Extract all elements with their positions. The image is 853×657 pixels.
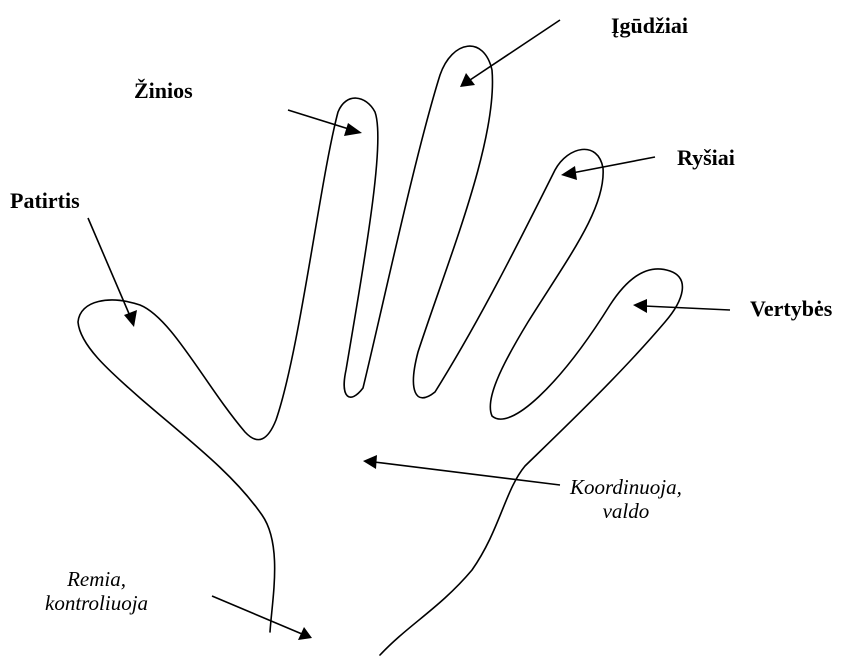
label-zinios: Žinios [134, 78, 193, 103]
label-koordinuoja: Koordinuoja, valdo [570, 475, 682, 523]
label-patirtis: Patirtis [10, 188, 80, 213]
arrow-rysiai [561, 157, 655, 180]
arrow-zinios [288, 110, 362, 136]
label-remia-line2: kontroliuoja [45, 591, 148, 615]
label-koordinuoja-line1: Koordinuoja, [570, 475, 682, 499]
label-remia: Remia, kontroliuoja [45, 567, 148, 615]
label-koordinuoja-line2: valdo [570, 499, 682, 523]
label-rysiai: Ryšiai [677, 145, 735, 170]
arrow-patirtis [88, 218, 137, 327]
arrow-koordinuoja [363, 455, 560, 485]
arrow-remia [212, 596, 312, 640]
label-vertybes: Vertybės [750, 296, 832, 321]
hand-outline [78, 46, 682, 655]
arrow-igudziai [460, 20, 560, 87]
arrow-vertybes [633, 299, 730, 313]
label-remia-line1: Remia, [45, 567, 148, 591]
label-igudziai: Įgūdžiai [611, 13, 688, 38]
